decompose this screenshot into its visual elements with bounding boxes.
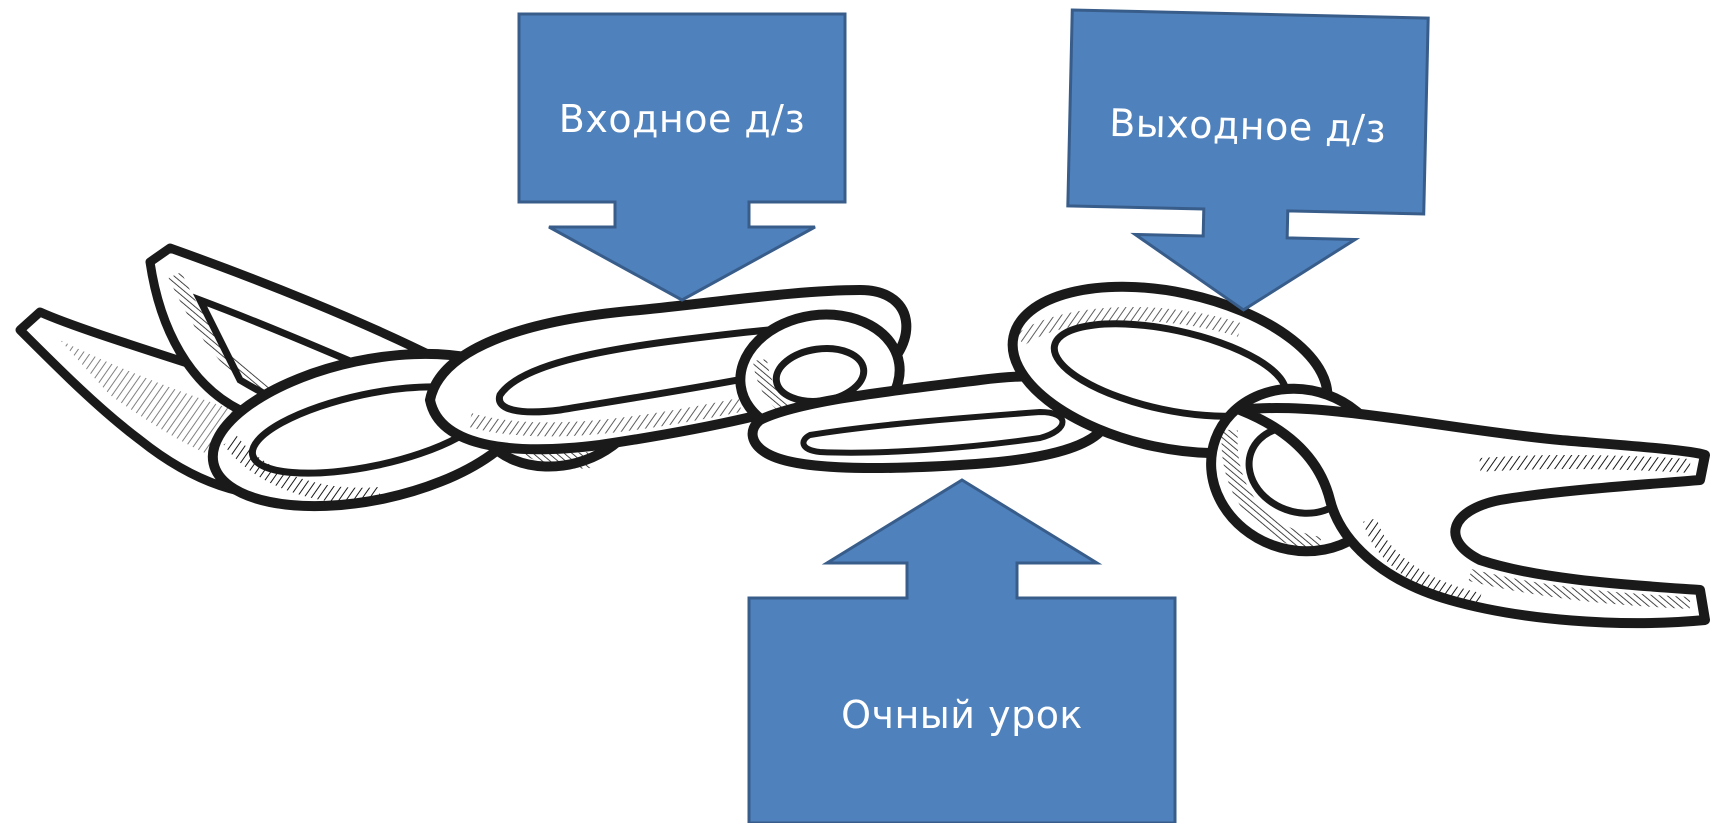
callout-output-label: Выходное д/з (1067, 100, 1428, 152)
callout-output-homework: Выходное д/з (1064, 8, 1431, 316)
callout-input-shape (517, 12, 847, 302)
callout-input-label: Входное д/з (517, 97, 847, 141)
callout-lesson-shape (747, 478, 1177, 823)
callout-lesson: Очный урок (747, 478, 1177, 823)
callout-lesson-label: Очный урок (747, 693, 1177, 737)
callout-output-shape (1064, 8, 1431, 316)
callout-input-homework: Входное д/з (517, 12, 847, 302)
